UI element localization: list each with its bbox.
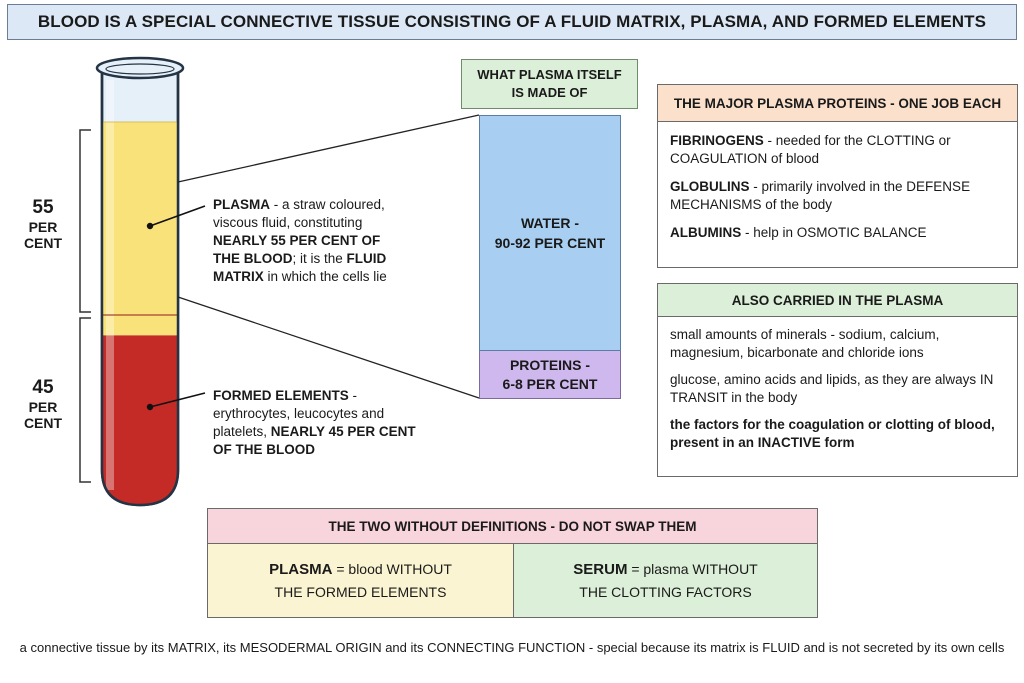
- plasma-definition-term: PLASMA: [269, 561, 333, 578]
- formed-term: FORMED ELEMENTS: [213, 388, 349, 403]
- plasma-definition-line1: PLASMA = blood WITHOUT: [269, 558, 452, 581]
- protein-term: FIBRINOGENS: [670, 133, 764, 148]
- proteins-label: PROTEINS -: [509, 356, 591, 373]
- serum-definition-line1: SERUM = plasma WITHOUT: [573, 558, 757, 581]
- plasma-percent-unit: PER CENT: [23, 219, 63, 251]
- plasma-text-1: - a straw coloured, viscous fluid, const…: [213, 197, 385, 230]
- plasma-term: PLASMA: [213, 197, 270, 212]
- footnote: a connective tissue by its MATRIX, its M…: [19, 640, 1005, 655]
- water-percent: 90-92 PER CENT: [494, 235, 606, 251]
- plasma-definition-line2: THE FORMED ELEMENTS: [274, 584, 447, 600]
- formed-elements-layer: [102, 335, 178, 505]
- protein-term: ALBUMINS: [670, 225, 742, 240]
- serum-definition-term: SERUM: [573, 561, 628, 578]
- proteins-percent: 6-8 PER CENT: [502, 375, 598, 392]
- protein-desc: - primarily involved in the DEFENSE MECH…: [670, 179, 971, 212]
- plasma-composition-heading-line2: IS MADE OF: [511, 85, 588, 100]
- definitions-heading: THE TWO WITHOUT DEFINITIONS - DO NOT SWA…: [207, 508, 818, 544]
- major-proteins-heading: THE MAJOR PLASMA PROTEINS - ONE JOB EACH: [658, 85, 1017, 122]
- plasma-definition-rest: = blood WITHOUT: [332, 561, 452, 577]
- formed-percent-label: 45 PER CENT: [8, 377, 78, 431]
- protein-item-globulins: GLOBULINS - primarily involved in the DE…: [670, 178, 1005, 214]
- plasma-layer: [102, 122, 178, 336]
- plasma-bracket: [79, 129, 91, 313]
- also-carried-heading: ALSO CARRIED IN THE PLASMA: [658, 284, 1017, 317]
- major-proteins-list: FIBRINOGENS - needed for the CLOTTING or…: [658, 132, 1017, 242]
- protein-desc: - needed for the CLOTTING or COAGULATION…: [670, 133, 951, 166]
- water-label: WATER -: [520, 215, 580, 231]
- plasma-composition-heading-line1: WHAT PLASMA ITSELF: [477, 67, 622, 82]
- protein-desc: - help in OSMOTIC BALANCE: [741, 225, 927, 240]
- formed-percent-number: 45: [32, 377, 54, 398]
- plasma-definition: PLASMA = blood WITHOUT THE FORMED ELEMEN…: [207, 543, 514, 618]
- plasma-leader-line: [149, 205, 206, 227]
- plasma-bold-1: NEARLY 55 PER CENT OF THE BLOOD: [213, 233, 381, 266]
- also-carried-panel: ALSO CARRIED IN THE PLASMA small amounts…: [657, 283, 1018, 477]
- plasma-text-3: in which the cells lie: [263, 269, 387, 284]
- serum-definition-rest: = plasma WITHOUT: [627, 561, 758, 577]
- formed-percent-unit: PER CENT: [23, 399, 63, 431]
- formed-bracket: [79, 317, 91, 483]
- tube-lip: [95, 56, 185, 80]
- water-segment: WATER - 90-92 PER CENT: [479, 115, 621, 351]
- plasma-percent-label: 55 PER CENT: [8, 197, 78, 251]
- major-proteins-panel: THE MAJOR PLASMA PROTEINS - ONE JOB EACH…: [657, 84, 1018, 268]
- formed-text-1: - erythrocytes, leucocytes and platelets…: [213, 388, 385, 439]
- plasma-description: PLASMA - a straw coloured, viscous fluid…: [213, 196, 408, 286]
- page-title: BLOOD IS A SPECIAL CONNECTIVE TISSUE CON…: [7, 4, 1017, 40]
- zoom-line-top: [177, 114, 480, 183]
- carried-item-nutrients: glucose, amino acids and lipids, as they…: [670, 372, 994, 405]
- carried-item-clotting-factors: the factors for the coagulation or clott…: [670, 417, 995, 450]
- formed-description: FORMED ELEMENTS - erythrocytes, leucocyt…: [213, 387, 423, 459]
- plasma-composition-heading: WHAT PLASMA ITSELF IS MADE OF: [461, 59, 638, 109]
- protein-term: GLOBULINS: [670, 179, 750, 194]
- protein-item-fibrinogens: FIBRINOGENS - needed for the CLOTTING or…: [670, 132, 1005, 168]
- protein-item-albumins: ALBUMINS - help in OSMOTIC BALANCE: [670, 224, 1005, 242]
- serum-definition-line2: THE CLOTTING FACTORS: [579, 584, 752, 600]
- proteins-segment: PROTEINS - 6-8 PER CENT: [479, 351, 621, 399]
- plasma-percent-number: 55: [32, 197, 54, 218]
- also-carried-list: small amounts of minerals - sodium, calc…: [658, 326, 1017, 452]
- serum-definition: SERUM = plasma WITHOUT THE CLOTTING FACT…: [513, 543, 818, 618]
- formed-bold-1: NEARLY 45 PER CENT OF THE BLOOD: [213, 424, 416, 457]
- plasma-text-2: ; it is the: [292, 251, 347, 266]
- plasma-bold-2: FLUID MATRIX: [213, 251, 387, 284]
- formed-leader-line: [149, 392, 206, 408]
- carried-item-minerals: small amounts of minerals - sodium, calc…: [670, 327, 940, 360]
- zoom-line-bottom: [177, 296, 480, 399]
